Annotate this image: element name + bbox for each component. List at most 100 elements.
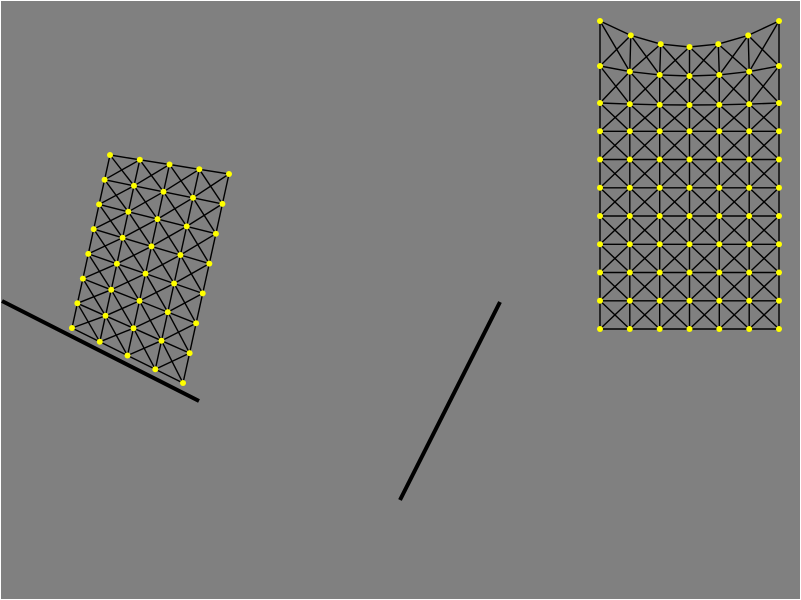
mass-node[interactable] bbox=[656, 128, 663, 135]
mass-node[interactable] bbox=[152, 366, 159, 373]
hanging-mesh[interactable] bbox=[597, 18, 782, 332]
mass-node[interactable] bbox=[124, 352, 131, 359]
mass-node[interactable] bbox=[171, 280, 178, 287]
mass-node[interactable] bbox=[716, 71, 723, 78]
mass-node[interactable] bbox=[776, 213, 782, 219]
mass-node[interactable] bbox=[746, 101, 753, 108]
mass-node[interactable] bbox=[597, 241, 603, 248]
mass-node[interactable] bbox=[656, 297, 663, 304]
mass-node[interactable] bbox=[746, 269, 753, 276]
mass-node[interactable] bbox=[746, 184, 753, 191]
mass-node[interactable] bbox=[716, 297, 723, 304]
mass-node[interactable] bbox=[776, 63, 782, 69]
mass-node[interactable] bbox=[597, 184, 603, 191]
mass-node[interactable] bbox=[686, 213, 693, 219]
mass-node[interactable] bbox=[656, 213, 663, 219]
mass-node[interactable] bbox=[686, 44, 693, 50]
mass-node[interactable] bbox=[746, 326, 753, 332]
mass-node[interactable] bbox=[746, 156, 753, 163]
mass-node[interactable] bbox=[626, 269, 633, 276]
tilted-mesh[interactable] bbox=[69, 152, 232, 386]
mass-node[interactable] bbox=[193, 320, 200, 327]
mass-node[interactable] bbox=[154, 216, 161, 223]
mass-node[interactable] bbox=[776, 241, 782, 248]
mass-node[interactable] bbox=[716, 184, 723, 191]
mass-node[interactable] bbox=[686, 241, 693, 248]
mass-node[interactable] bbox=[125, 208, 132, 215]
mass-node[interactable] bbox=[686, 297, 693, 304]
mass-node[interactable] bbox=[597, 326, 603, 332]
mass-node[interactable] bbox=[776, 156, 782, 163]
mass-node[interactable] bbox=[626, 241, 633, 248]
mass-node[interactable] bbox=[716, 269, 723, 276]
mass-node[interactable] bbox=[142, 270, 149, 277]
mass-node[interactable] bbox=[686, 269, 693, 276]
mass-node[interactable] bbox=[160, 188, 167, 195]
mass-node[interactable] bbox=[130, 325, 137, 332]
mass-node[interactable] bbox=[746, 241, 753, 248]
mass-node[interactable] bbox=[686, 184, 693, 191]
mass-node[interactable] bbox=[131, 182, 137, 189]
mass-node[interactable] bbox=[79, 275, 86, 282]
mass-node[interactable] bbox=[85, 250, 92, 257]
mass-node[interactable] bbox=[656, 184, 663, 191]
mass-node[interactable] bbox=[626, 297, 633, 304]
mass-node[interactable] bbox=[686, 128, 693, 135]
mass-node[interactable] bbox=[746, 213, 753, 219]
mass-node[interactable] bbox=[190, 194, 196, 201]
mass-node[interactable] bbox=[626, 156, 633, 163]
mass-node[interactable] bbox=[597, 213, 603, 219]
mass-node[interactable] bbox=[107, 152, 113, 158]
mass-node[interactable] bbox=[164, 309, 171, 316]
mass-node[interactable] bbox=[119, 234, 126, 241]
mass-node[interactable] bbox=[656, 156, 663, 163]
mass-node[interactable] bbox=[626, 101, 633, 108]
mass-node[interactable] bbox=[716, 128, 723, 135]
mass-node[interactable] bbox=[74, 300, 81, 307]
mass-node[interactable] bbox=[686, 73, 693, 79]
mass-node[interactable] bbox=[716, 241, 723, 248]
mass-node[interactable] bbox=[686, 156, 693, 163]
mass-node[interactable] bbox=[158, 337, 165, 344]
mass-node[interactable] bbox=[597, 18, 603, 24]
mass-node[interactable] bbox=[716, 156, 723, 163]
mass-node[interactable] bbox=[96, 201, 103, 208]
mass-node[interactable] bbox=[597, 63, 603, 69]
mass-node[interactable] bbox=[656, 241, 663, 248]
mass-node[interactable] bbox=[113, 260, 120, 267]
mass-node[interactable] bbox=[166, 161, 173, 168]
mass-node[interactable] bbox=[776, 100, 782, 106]
mass-node[interactable] bbox=[206, 260, 213, 267]
mass-node[interactable] bbox=[776, 184, 782, 191]
mass-node[interactable] bbox=[746, 297, 753, 304]
mass-node[interactable] bbox=[656, 326, 663, 332]
mass-node[interactable] bbox=[776, 326, 782, 332]
mass-node[interactable] bbox=[180, 380, 186, 386]
mass-node[interactable] bbox=[626, 68, 633, 75]
mass-node[interactable] bbox=[177, 252, 184, 258]
mass-node[interactable] bbox=[686, 326, 693, 332]
mass-node[interactable] bbox=[597, 128, 603, 135]
mass-node[interactable] bbox=[656, 101, 663, 108]
mass-node[interactable] bbox=[657, 41, 664, 48]
mass-node[interactable] bbox=[69, 325, 75, 331]
mass-node[interactable] bbox=[196, 166, 203, 173]
mass-node[interactable] bbox=[90, 226, 97, 233]
mass-node[interactable] bbox=[626, 213, 633, 219]
mass-node[interactable] bbox=[219, 200, 226, 207]
mass-node[interactable] bbox=[656, 71, 663, 78]
mass-node[interactable] bbox=[102, 312, 109, 319]
mass-node[interactable] bbox=[746, 68, 753, 75]
mass-node[interactable] bbox=[776, 128, 782, 135]
mass-node[interactable] bbox=[626, 128, 633, 135]
mass-node[interactable] bbox=[148, 243, 155, 250]
mass-node[interactable] bbox=[186, 350, 193, 357]
mass-node[interactable] bbox=[686, 102, 693, 108]
mass-node[interactable] bbox=[715, 41, 722, 48]
mass-node[interactable] bbox=[597, 100, 603, 106]
mass-node[interactable] bbox=[626, 184, 633, 191]
mass-node[interactable] bbox=[716, 326, 723, 332]
mass-node[interactable] bbox=[136, 156, 143, 163]
mass-node[interactable] bbox=[776, 297, 782, 304]
